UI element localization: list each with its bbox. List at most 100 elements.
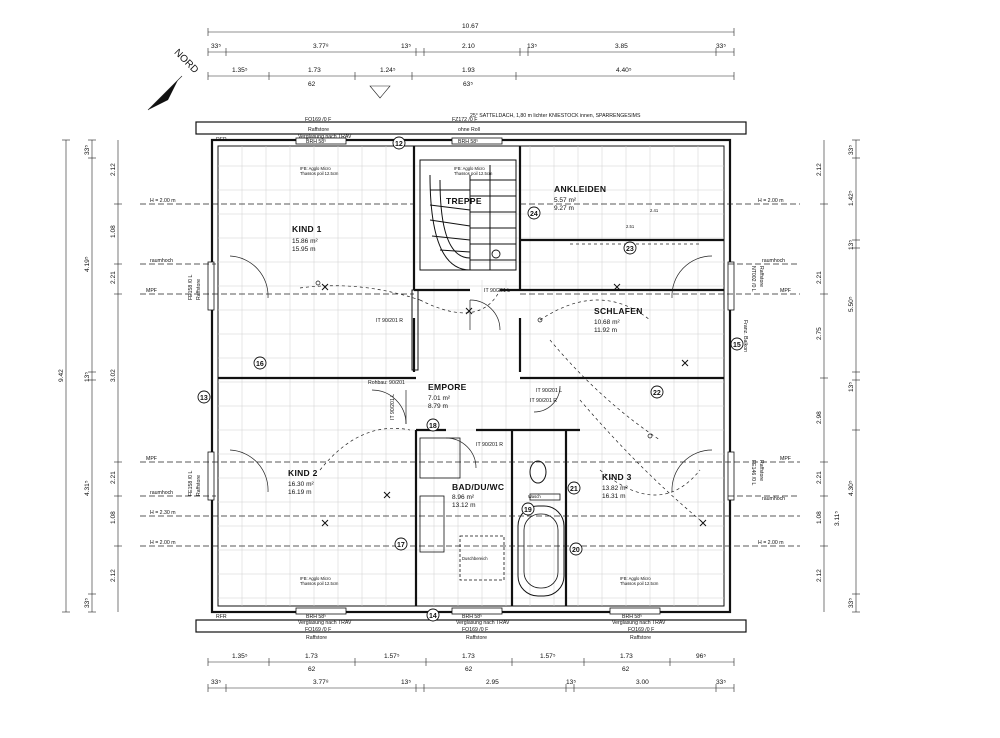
dim-left-outer-1: 33⁵ [84, 145, 91, 155]
windows [207, 137, 735, 615]
staircase [419, 159, 517, 271]
right-dimensions: 2.12 2.21 2.75 2.98 2.21 1.08 2.12 33⁵ 1… [816, 139, 860, 613]
door-label-1: IT 90/201 R [376, 318, 403, 324]
window-raffstore-b2: Raffstore [466, 635, 487, 641]
room-schlafen: SCHLAFEN 10.68 m² 11.92 m [594, 306, 642, 334]
level-mpf-r2: MPF [780, 456, 791, 462]
ifb-label-1: IFB: Agglo Micro [300, 166, 331, 171]
dim-left-inner-2: 1.08 [110, 225, 117, 238]
dim-right-outer-1: 33⁵ [848, 145, 855, 155]
height-241: 2.41 [650, 208, 659, 213]
window-fe158-1: FE158 /0 L [188, 275, 194, 300]
room-perimeter-kind2: 16.19 m [288, 489, 312, 496]
level-raumhoch-l2: raumhoch [150, 490, 173, 496]
bath-shower-label: Duschbereich [462, 556, 488, 561]
level-h230-left: H = 2.30 m [150, 510, 176, 516]
room-name-bad: BAD/DU/WC [452, 482, 504, 492]
dim-left-inner-3: 2.21 [110, 271, 117, 284]
dim-top-3: 13⁵ [401, 43, 411, 50]
level-raumhoch-l1: raumhoch [150, 258, 173, 264]
dim-right-outer-7: 3.11⁵ [834, 511, 841, 526]
dim-bottom-1: 1.35⁵ [232, 653, 248, 660]
dim-left-inner-5: 2.21 [110, 471, 117, 484]
dim-top-sub-1: 62 [308, 81, 316, 88]
window-brh-4: BRH 58⁵ [462, 614, 482, 620]
room-perimeter-schlafen: 11.92 m [594, 327, 617, 334]
thassos-label-1: Thassos poil 12.5cm [300, 171, 339, 176]
level-mpf-l2: MPF [146, 456, 157, 462]
level-raumhoch-r1: raumhoch [762, 258, 785, 264]
ifb-label-3: IFB: Agglo Micro [300, 576, 331, 581]
dim-bottom-3: 1.57⁵ [384, 653, 400, 660]
dim-right-outer-3: 13⁵ [848, 240, 855, 250]
window-label-fo169-b1: FO169 /0 F [305, 627, 331, 633]
dim-left-total: 9.42 [58, 369, 65, 382]
dim-right-outer-4: 5.50⁵ [848, 296, 855, 312]
window-fe158-2: FE158 /0 L [188, 471, 194, 496]
room-area-bad: 8.96 m² [452, 494, 475, 501]
level-h2-right-bottom: H = 2.00 m [758, 540, 784, 546]
room-empore: EMPORE 7.01 m² 8.79 m [428, 382, 467, 410]
interior-walls [218, 146, 724, 606]
dim-left-inner-7: 2.12 [110, 569, 117, 582]
dim-bottom-6: 1.73 [620, 653, 633, 660]
window-brh-1: BRH 58⁵ [306, 139, 326, 145]
window-label-fz172: FZ172 /0 F [452, 117, 477, 123]
roof-note: 25° SATTELDACH, 1,80 m lichter KNIESTOCK… [470, 113, 641, 119]
window-label-fo169-b3: FO169 /0 F [628, 627, 654, 633]
dim-right-inner-1: 2.12 [816, 163, 823, 176]
level-mpf-r1: MPF [780, 288, 791, 294]
dim-left-outer-2: 4.19⁵ [84, 256, 91, 272]
window-verglasung-4: Verglasung nach TRAV [612, 620, 666, 626]
dim-right-inner-4: 2.98 [816, 411, 823, 424]
dim-left-outer-5: 33⁵ [84, 598, 91, 608]
dim-bottom-row2-7: 33⁵ [716, 679, 726, 686]
room-name-empore: EMPORE [428, 382, 467, 392]
door-label-rohbau: Rohbau: 90/201 [368, 380, 405, 386]
room-perimeter-ankleiden: 9.27 m [554, 205, 574, 212]
thassos-label-3: Thassos poil 12.5cm [300, 581, 339, 586]
dim-right-outer-6: 4.30⁵ [848, 480, 855, 496]
room-name-treppe: TREPPE [446, 196, 482, 206]
callout-circles: 12 13 14 15 16 17 18 19 20 21 22 23 24 [197, 136, 744, 622]
dim-left-inner-6: 1.08 [110, 511, 117, 524]
electrical-lines [299, 243, 701, 521]
room-perimeter-bad: 13.12 m [452, 502, 476, 509]
dim-right-inner-3: 2.75 [816, 327, 823, 340]
callout-12: 12 [395, 141, 403, 148]
dim-bottom-sub-2: 62 [465, 666, 473, 673]
door-label-3: IT 90/201 L [536, 388, 562, 394]
dim-bottom-5: 1.57⁵ [540, 653, 556, 660]
window-verglasung-2: Verglasung nach TRAV [298, 620, 352, 626]
level-h2-right-top: H = 2.00 m [758, 198, 784, 204]
dim-top-row2-5: 4.40⁵ [616, 67, 632, 74]
north-label: NORD [172, 47, 201, 76]
door-label-6: IT 90/201 R [530, 398, 557, 404]
window-raffstore-b1: Raffstore [306, 635, 327, 641]
ifb-label-4: IFB: Agglo Micro [620, 576, 651, 581]
dim-bottom-row2-6: 3.00 [636, 679, 649, 686]
window-label-fo169-b2: FO169 /0 F [462, 627, 488, 633]
callout-19: 19 [524, 507, 532, 514]
room-perimeter-kind1: 15.95 m [292, 246, 316, 253]
dim-left-outer-3: 13⁵ [84, 372, 91, 382]
dim-total-width: 10.67 [462, 23, 479, 30]
window-raffstore-b3: Raffstore [630, 635, 651, 641]
room-name-ankleiden: ANKLEIDEN [554, 184, 606, 194]
room-name-kind3: KIND 3 [602, 472, 632, 482]
callout-20: 20 [572, 547, 580, 554]
callout-15: 15 [733, 342, 741, 349]
dim-right-outer-8: 33⁵ [848, 598, 855, 608]
callout-24: 24 [530, 211, 538, 218]
window-label-fo169-top: FO169 /0 F [305, 117, 331, 123]
door-label-5: IT 90/201 L [390, 394, 396, 420]
window-nt002: NT002 /0 L [750, 266, 756, 292]
dim-top-row2-3: 1.24⁵ [380, 67, 396, 74]
dim-left-outer-4: 4.31⁵ [84, 480, 91, 496]
dim-bottom-row2-4: 2.95 [486, 679, 499, 686]
window-fe146: FE146 /0 L [750, 460, 756, 485]
window-brh-3: BRH 58⁵ [306, 614, 326, 620]
dim-bottom-sub-3: 62 [622, 666, 630, 673]
door-label-4: IT 90/201 R [476, 442, 503, 448]
window-brh-5: BRH 58⁵ [622, 614, 642, 620]
